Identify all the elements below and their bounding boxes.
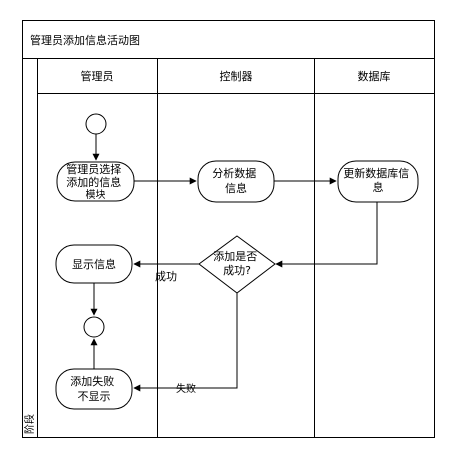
diagram-title: 管理员添加信息活动图: [30, 33, 140, 47]
lane-header-admin: 管理员: [81, 69, 114, 83]
decision-node-label: 添加是否 成功?: [213, 249, 261, 277]
phase-label: 阶段: [23, 414, 36, 434]
edge-label-success: 成功: [155, 270, 177, 283]
edge-label-fail: 失败: [176, 382, 196, 395]
activity-show-info-label: 显示信息: [72, 257, 116, 271]
activity-update-database: [337, 160, 419, 203]
final-node: [83, 316, 105, 338]
lane-header-controller: 控制器: [220, 69, 253, 83]
activity-analyze-data-label: 分析数据 信息: [212, 166, 260, 195]
edge-decision-to-fail: [133, 293, 238, 392]
initial-node: [85, 113, 107, 135]
edge-update-to-decision: [275, 202, 378, 268]
activity-update-database-label: 更新数据库信 息: [343, 166, 413, 194]
activity-add-fail-label: 添加失败 不显示: [70, 374, 118, 403]
diagram-frame: [22, 20, 435, 438]
activity-select-module-label: 管理员选择 添加的信息 模块: [66, 162, 125, 201]
lane-header-database: 数据库: [358, 69, 391, 83]
